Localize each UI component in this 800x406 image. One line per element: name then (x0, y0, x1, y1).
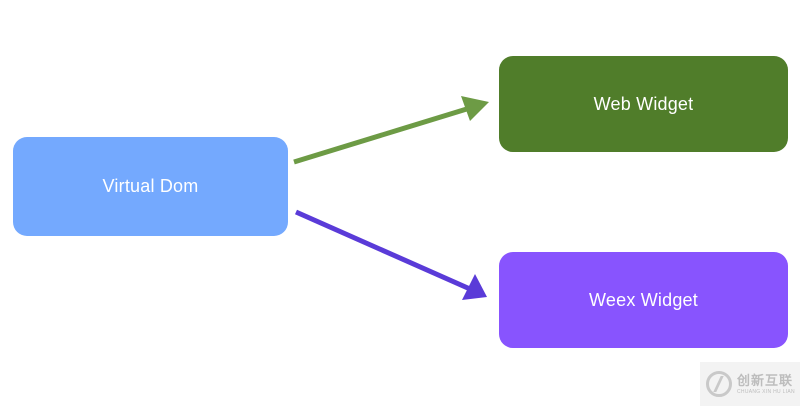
node-web-widget-label: Web Widget (593, 93, 694, 114)
node-weex-widget: Weex Widget (499, 252, 788, 348)
arrow-to-weex-widget (294, 209, 487, 300)
arrow-to-web-widget (293, 96, 489, 165)
watermark-logo-icon (706, 371, 732, 397)
node-weex-widget-label: Weex Widget (589, 289, 698, 310)
node-virtual-dom-label: Virtual Dom (102, 176, 199, 196)
watermark-text: 创新互联 CHUANG XIN HU LIAN (737, 374, 795, 395)
node-virtual-dom: Virtual Dom (13, 137, 288, 236)
watermark-text-cn: 创新互联 (737, 372, 794, 388)
watermark: 创新互联 CHUANG XIN HU LIAN (700, 362, 800, 406)
watermark-text-en: CHUANG XIN HU LIAN (737, 388, 795, 395)
node-web-widget: Web Widget (499, 56, 788, 152)
